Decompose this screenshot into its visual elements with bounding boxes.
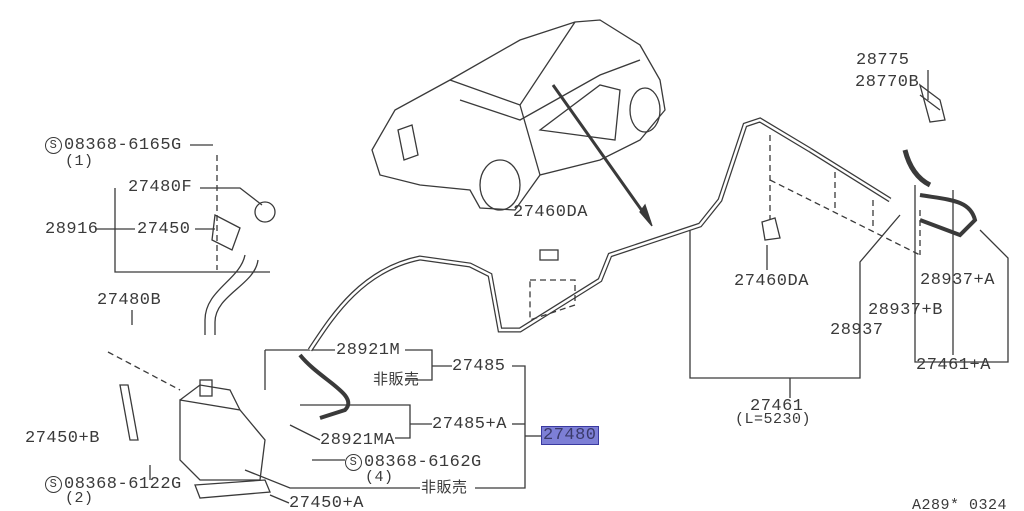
label-28775[interactable]: 28775 xyxy=(856,51,910,70)
part-number: 08368-6122G xyxy=(64,475,182,494)
quantity-label: (4) xyxy=(365,469,394,486)
s-symbol-icon: S xyxy=(345,454,362,471)
label-27450a[interactable]: 27450+A xyxy=(289,494,364,511)
label-28770b[interactable]: 28770B xyxy=(855,73,920,92)
label-27485[interactable]: 27485 xyxy=(452,357,506,376)
label-27450b[interactable]: 27450+B xyxy=(25,429,100,448)
s-symbol-icon: S xyxy=(45,476,62,493)
label-28937[interactable]: 28937 xyxy=(830,321,884,340)
label-27485a[interactable]: 27485+A xyxy=(432,415,507,434)
label-28937a[interactable]: 28937+A xyxy=(920,271,995,290)
car-illustration xyxy=(371,19,666,211)
label-28921ma[interactable]: 28921MA xyxy=(320,431,395,450)
figure-code: A289* 0324 xyxy=(912,497,1008,511)
label-28916[interactable]: 28916 xyxy=(45,220,99,239)
s-symbol-icon: S xyxy=(45,137,62,154)
label-27460da-top[interactable]: 27460DA xyxy=(513,203,588,222)
label-27460da-right[interactable]: 27460DA xyxy=(734,272,809,291)
not-for-sale-label: 非販売 xyxy=(373,372,420,389)
length-label: (L=5230) xyxy=(735,411,812,428)
label-28937b[interactable]: 28937+B xyxy=(868,301,943,320)
label-27461a[interactable]: 27461+A xyxy=(916,356,991,375)
label-27450[interactable]: 27450 xyxy=(137,220,191,239)
label-27480f[interactable]: 27480F xyxy=(128,178,193,197)
part-number: 08368-6165G xyxy=(64,136,182,155)
label-27480-highlighted[interactable]: 27480 xyxy=(541,426,599,445)
label-27461[interactable]: 27461 xyxy=(750,397,804,416)
not-for-sale-label: 非販売 xyxy=(421,480,468,497)
label-27480b[interactable]: 27480B xyxy=(97,291,162,310)
location-arrow xyxy=(551,84,652,223)
label-28921m[interactable]: 28921M xyxy=(336,341,401,360)
quantity-label: (2) xyxy=(65,490,94,507)
part-number: 08368-6162G xyxy=(364,453,482,472)
quantity-label: (1) xyxy=(65,153,94,170)
